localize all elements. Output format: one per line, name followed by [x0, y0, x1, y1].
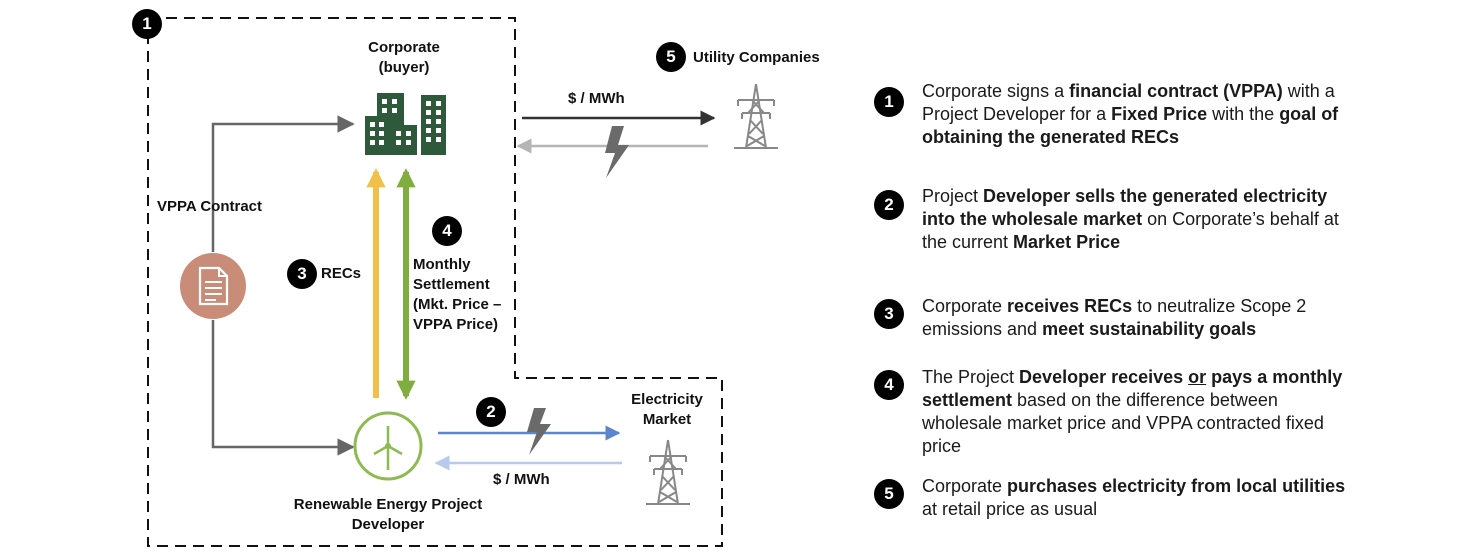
- settlement-line-1: Monthly: [413, 256, 471, 273]
- building-icon: [365, 93, 446, 155]
- step-number-2: 2: [874, 190, 904, 220]
- step-number-5: 5: [874, 479, 904, 509]
- transmission-tower-icon: [646, 439, 690, 505]
- step-badge-recs: 3: [287, 259, 317, 289]
- step-badge-market: 2: [476, 397, 506, 427]
- corporate-subtitle: (buyer): [378, 59, 430, 76]
- contract-line-bottom: [211, 320, 355, 456]
- step-5-run-1: purchases electricity from local utiliti…: [1007, 476, 1346, 496]
- step-4-run-3: pays a monthly settlement: [922, 367, 1343, 410]
- step-3-run-1: receives RECs: [1007, 296, 1133, 316]
- contract-line-top: [211, 115, 355, 252]
- step-badge-utility: 5: [656, 42, 686, 72]
- wind-turbine-icon: [353, 411, 423, 481]
- market-line-1: Electricity: [631, 391, 703, 408]
- step-1-run-2: with a Project Developer for a: [922, 81, 1335, 124]
- market-line-2: Market: [642, 411, 692, 428]
- corporate-label: Corporate (buyer): [344, 38, 464, 78]
- step-1-run-4: with the: [1207, 104, 1280, 124]
- market-label: Electricity Market: [617, 390, 717, 430]
- step-1-run-5: goal of obtaining the generated RECs: [922, 104, 1339, 147]
- step-number-1: 1: [874, 87, 904, 117]
- step-text-1: Corporate signs a financial contract (VP…: [922, 80, 1362, 149]
- settlement-line-4: VPPA Price): [413, 316, 499, 333]
- step-3-run-0: Corporate: [922, 296, 1008, 316]
- step-3-run-3: meet sustainability goals: [1042, 319, 1257, 339]
- lightning-bolt-icon: [527, 408, 551, 455]
- price-label-market: $ / MWh: [493, 471, 550, 488]
- step-badge-settlement: 4: [432, 216, 462, 246]
- step-2-run-1: Developer sells the generated electricit…: [922, 186, 1328, 229]
- step-3-run-2: to neutralize Scope 2 emissions and: [922, 296, 1307, 339]
- settlement-line-3: (Mkt. Price –: [413, 296, 502, 313]
- step-2-run-0: Project: [922, 186, 984, 206]
- price-label-utility: $ / MWh: [568, 90, 625, 107]
- step-1-run-3: Fixed Price: [1111, 104, 1208, 124]
- step-text-3: Corporate receives RECs to neutralize Sc…: [922, 295, 1362, 341]
- recs-label: RECs: [321, 265, 362, 282]
- step-text-5: Corporate purchases electricity from loc…: [922, 475, 1362, 521]
- settlement-line-2: Settlement: [413, 276, 490, 293]
- step-1-run-0: Corporate signs a: [922, 81, 1070, 101]
- step-text-4: The Project Developer receives or pays a…: [922, 366, 1362, 458]
- corporate-title: Corporate: [368, 39, 440, 56]
- step-5-run-2: at retail price as usual: [922, 499, 1098, 519]
- step-number-4: 4: [874, 370, 904, 400]
- step-4-run-1: Developer receives: [1019, 367, 1189, 387]
- developer-line-2: Developer: [351, 516, 425, 533]
- developer-label: Renewable Energy Project Developer: [278, 495, 498, 535]
- step-4-run-0: The Project: [922, 367, 1020, 387]
- utility-label: Utility Companies: [693, 49, 820, 66]
- step-2-run-2: on Corporate’s behalf at the current: [922, 209, 1339, 252]
- settlement-label: Monthly Settlement (Mkt. Price – VPPA Pr…: [413, 255, 501, 335]
- step-1-run-1: financial contract (VPPA): [1069, 81, 1283, 101]
- developer-line-1: Renewable Energy Project: [293, 496, 483, 513]
- step-text-2: Project Developer sells the generated el…: [922, 185, 1362, 254]
- contract-boundary: [147, 17, 723, 547]
- transmission-tower-icon: [734, 83, 778, 149]
- step-2-run-3: Market Price: [1013, 232, 1121, 252]
- step-number-3: 3: [874, 299, 904, 329]
- step-4-run-2: or: [1188, 367, 1207, 387]
- step-4-run-4: based on the difference between wholesal…: [922, 390, 1324, 456]
- step-badge-boundary: 1: [132, 9, 162, 39]
- document-icon: [180, 253, 246, 319]
- lightning-bolt-icon: [605, 126, 629, 178]
- vppa-contract-label: VPPA Contract: [157, 198, 263, 215]
- step-5-run-0: Corporate: [922, 476, 1008, 496]
